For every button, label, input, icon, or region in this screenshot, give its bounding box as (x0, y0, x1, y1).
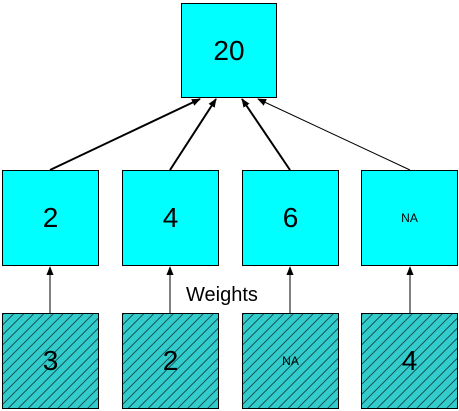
mid-node-4: NA (361, 170, 458, 266)
weight-node-4-value: 4 (401, 345, 418, 376)
mid-node-1-value: 2 (42, 202, 59, 233)
weight-node-1: 3 (2, 313, 99, 409)
arrow-mid4-to-sum (257, 98, 411, 171)
mid-node-3-value: 6 (282, 202, 299, 233)
weights-label: Weights (186, 284, 258, 306)
arrow-mid2-to-sum (169, 98, 217, 171)
weight-node-4: 4 (361, 313, 458, 409)
weight-node-3-value: NA (282, 354, 299, 368)
mid-node-1: 2 (2, 170, 99, 266)
arrow-mid3-to-sum (241, 98, 291, 171)
mid-node-3: 6 (242, 170, 339, 266)
arrow-mid1-to-sum (49, 98, 201, 171)
weight-node-2-value: 2 (162, 345, 179, 376)
mid-node-2: 4 (122, 170, 219, 266)
weight-node-2: 2 (122, 313, 219, 409)
weight-node-3: NA (242, 313, 339, 409)
sum-node-value: 20 (213, 34, 245, 66)
sum-node: 20 (181, 3, 277, 98)
mid-node-2-value: 4 (162, 202, 179, 233)
mid-node-4-value: NA (401, 211, 418, 225)
weight-node-1-value: 3 (42, 345, 59, 376)
